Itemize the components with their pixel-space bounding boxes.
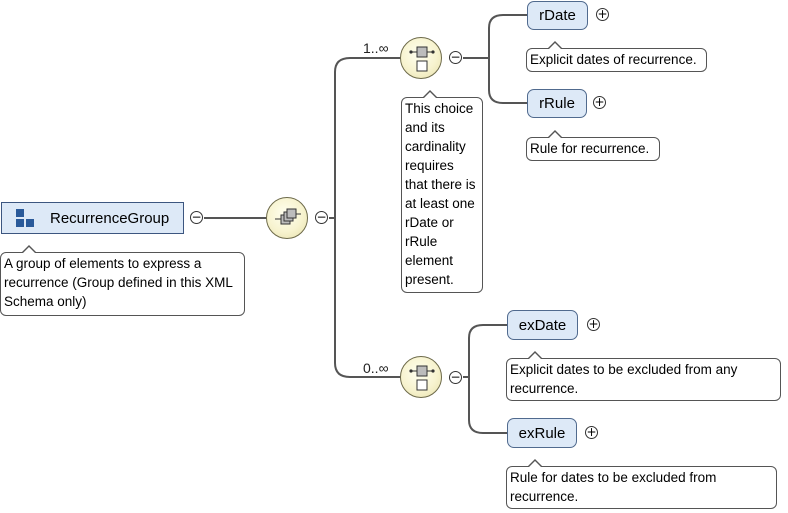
choice-icon [409, 46, 435, 72]
element-rrule[interactable]: rRule [527, 89, 587, 118]
wire-choice-rdate [463, 14, 527, 59]
group-collapse-toggle[interactable]: − [190, 210, 203, 224]
choice-required-annotation: This choice and its cardinality requires… [401, 90, 483, 293]
exrule-expand-toggle[interactable]: + [585, 425, 598, 439]
element-rdate[interactable]: rDate [527, 1, 588, 30]
element-exrule-name: exRule [518, 424, 566, 442]
group-name: RecurrenceGroup [50, 209, 170, 227]
rrule-annotation: Rule for recurrence. [526, 130, 660, 161]
choice-required-collapse-toggle[interactable]: − [449, 50, 462, 64]
rdate-annotation: Explicit dates of recurrence. [526, 41, 707, 72]
group-icon [16, 209, 36, 227]
group-annotation: A group of elements to express a recurre… [0, 245, 245, 316]
exdate-annotation: Explicit dates to be excluded from any r… [506, 351, 781, 401]
recurrence-group-node[interactable]: RecurrenceGroup [1, 202, 184, 234]
choice-optional-cardinality: 0..∞ [363, 360, 389, 376]
sequence-compositor[interactable] [266, 197, 308, 239]
element-exrule[interactable]: exRule [507, 418, 577, 448]
sequence-icon [275, 208, 301, 225]
choice-required-compositor[interactable] [400, 37, 442, 79]
rrule-expand-toggle[interactable]: + [593, 95, 606, 109]
choice-optional-compositor[interactable] [400, 356, 442, 398]
exrule-annotation: Rule for dates to be excluded from recur… [506, 459, 777, 509]
rdate-expand-toggle[interactable]: + [596, 7, 609, 21]
element-rrule-name: rRule [539, 95, 575, 112]
wire-choice-exdate [463, 324, 507, 378]
wire-choice-exrule [468, 377, 507, 434]
choice-icon [409, 365, 435, 391]
element-rdate-name: rDate [539, 7, 576, 24]
sequence-collapse-toggle[interactable]: − [315, 210, 328, 224]
wire-sequence-choice-optional [334, 218, 401, 378]
wire-choice-rrule [488, 58, 527, 104]
choice-required-cardinality: 1..∞ [363, 40, 389, 56]
choice-optional-collapse-toggle[interactable]: − [449, 370, 462, 384]
element-exdate[interactable]: exDate [507, 310, 578, 340]
exdate-expand-toggle[interactable]: + [587, 317, 600, 331]
wire-sequence-choice-required [329, 57, 401, 219]
element-exdate-name: exDate [518, 316, 567, 334]
